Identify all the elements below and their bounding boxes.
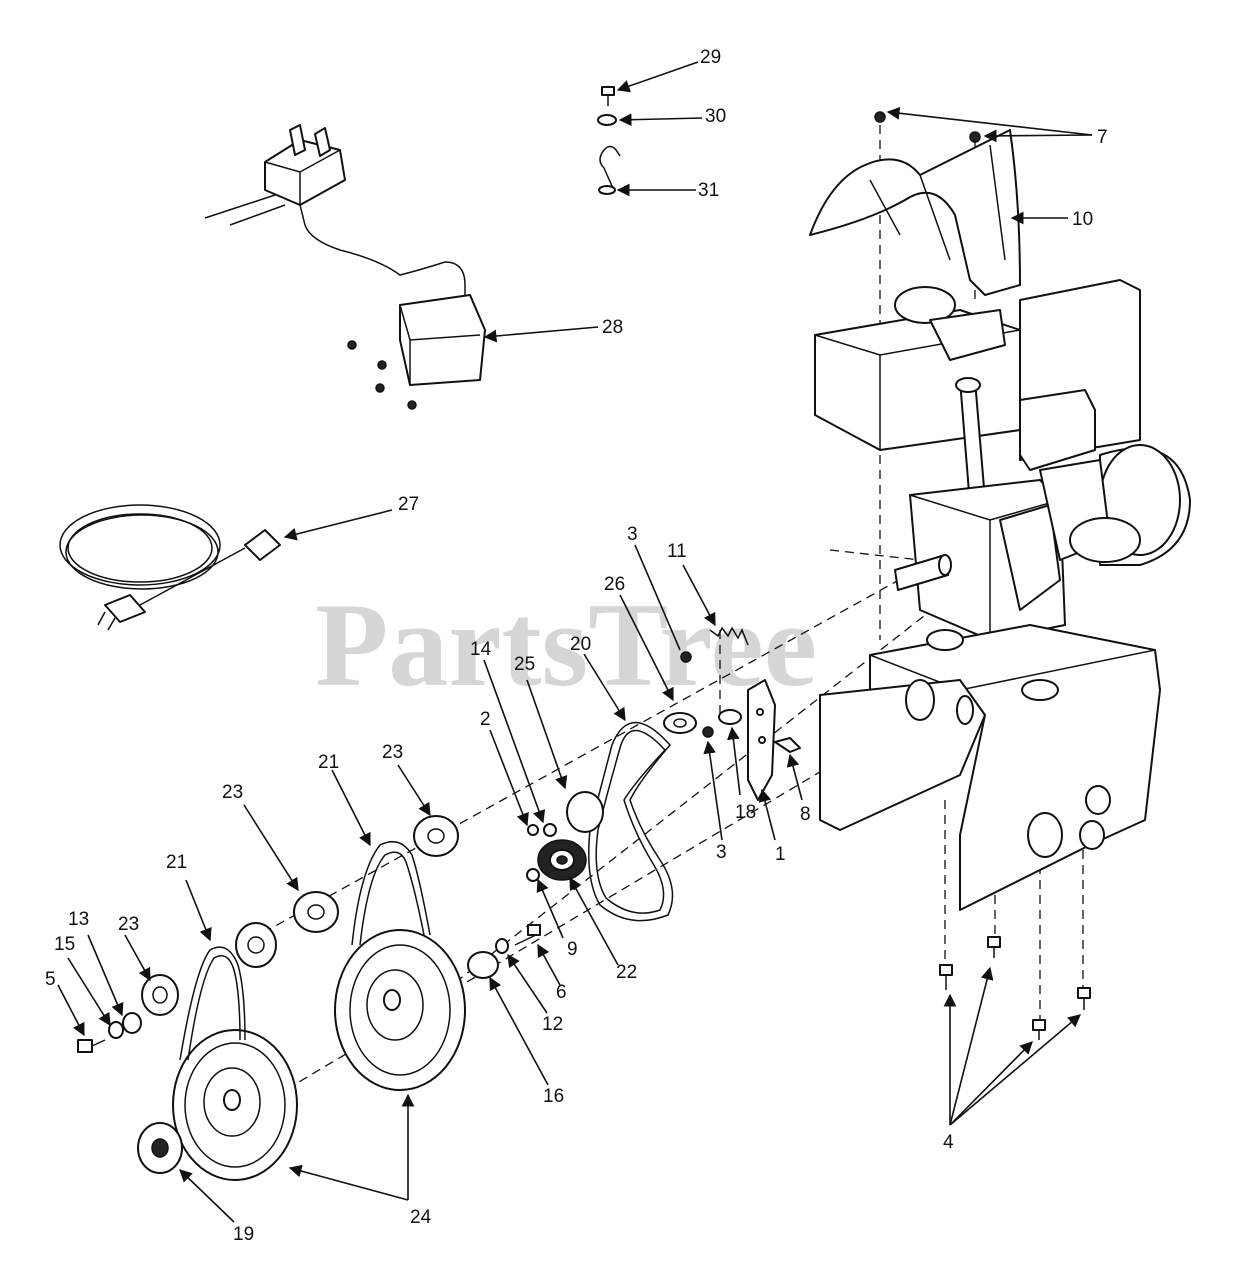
belt-20 (588, 721, 674, 922)
washer-23-c (235, 922, 277, 968)
callout-21-b: 21 (166, 852, 187, 873)
nut-9 (526, 868, 540, 882)
callout-28: 28 (602, 317, 623, 338)
callout-6: 6 (556, 982, 567, 1003)
callout-4: 4 (943, 1132, 954, 1153)
engine-assembly (809, 111, 1191, 641)
callout-23-a: 23 (382, 742, 403, 763)
leader-lines (57, 61, 1093, 1223)
washer-23-b (293, 891, 339, 933)
washer-15 (108, 1021, 124, 1039)
callout-16: 16 (543, 1086, 564, 1107)
pulley-19 (137, 1122, 183, 1174)
pulley-22 (537, 839, 587, 881)
power-cord (59, 504, 281, 631)
callout-30: 30 (705, 106, 726, 127)
bolt-2 (527, 824, 539, 836)
pulley-24-rear (334, 840, 466, 1091)
callout-5: 5 (45, 969, 56, 990)
callout-13: 13 (68, 909, 89, 930)
callout-21-a: 21 (318, 752, 339, 773)
electric-starter-switch (204, 124, 486, 410)
frame-chassis (819, 624, 1161, 911)
callout-3-bottom: 3 (716, 842, 727, 863)
washer-16 (467, 951, 499, 979)
callout-19: 19 (233, 1224, 254, 1245)
washer-23-a (413, 815, 459, 857)
washer-23-d (141, 974, 179, 1016)
watermark: PartsTree (315, 578, 817, 711)
callout-18: 18 (735, 802, 756, 823)
bolts-4 (939, 936, 1091, 1040)
idler-bracket-and-hardware (663, 626, 801, 801)
callout-11: 11 (667, 541, 687, 562)
callout-1: 1 (775, 844, 786, 865)
callout-2: 2 (480, 709, 491, 730)
callout-31: 31 (698, 180, 719, 201)
callout-25: 25 (514, 654, 535, 675)
washer-25 (566, 791, 604, 833)
callout-29: 29 (700, 47, 721, 68)
callout-26: 26 (604, 574, 625, 595)
callout-23-c: 23 (118, 914, 139, 935)
callout-7: 7 (1097, 127, 1108, 148)
washer-14 (543, 823, 557, 837)
bolt-5 (77, 1039, 106, 1053)
bolt-6 (514, 924, 541, 946)
callout-27: 27 (398, 494, 419, 515)
washer-30 (597, 114, 617, 126)
callout-20: 20 (570, 634, 591, 655)
callout-9: 9 (567, 939, 578, 960)
washer-13 (122, 1012, 142, 1034)
callout-labels: 29 30 31 7 10 28 27 3 11 26 20 25 14 2 2… (45, 47, 1108, 1245)
callout-10: 10 (1072, 209, 1093, 230)
callout-14: 14 (470, 639, 492, 660)
callout-24: 24 (410, 1207, 432, 1228)
callout-8: 8 (800, 804, 811, 825)
callout-15: 15 (54, 934, 75, 955)
washer-12 (495, 938, 509, 954)
pulley-24-front (172, 946, 298, 1181)
callout-22: 22 (616, 962, 637, 983)
callout-3-top: 3 (627, 524, 638, 545)
callout-23-b: 23 (222, 782, 243, 803)
screw-29 (601, 86, 615, 106)
callout-12: 12 (542, 1014, 563, 1035)
